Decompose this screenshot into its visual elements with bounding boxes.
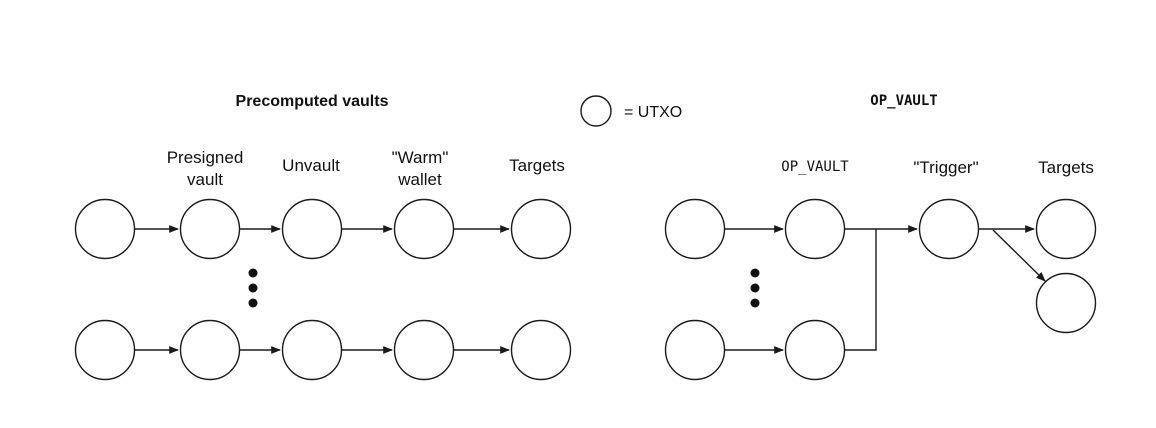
legend-label: = UTXO	[624, 104, 682, 121]
utxo-node	[179, 198, 241, 260]
label-trigger: "Trigger"	[913, 158, 978, 177]
utxo-node	[664, 319, 726, 381]
precomputed-nodes	[74, 198, 572, 381]
utxo-node	[510, 319, 572, 381]
utxo-node	[1035, 272, 1097, 334]
utxo-node	[281, 319, 343, 381]
utxo-node	[74, 319, 136, 381]
label-presigned-line2: vault	[187, 170, 223, 189]
utxo-node	[281, 198, 343, 260]
connector	[845, 229, 877, 351]
opvault-title: OP_VAULT	[870, 93, 937, 109]
label-warm-line2: wallet	[397, 170, 442, 189]
opvault-nodes	[664, 198, 1097, 381]
utxo-node	[179, 319, 241, 381]
utxo-node	[393, 319, 455, 381]
arrow	[992, 229, 1046, 282]
utxo-node	[74, 198, 136, 260]
ellipsis-dots-left	[248, 268, 258, 308]
precomputed-edges	[135, 225, 510, 354]
label-targets-left: Targets	[509, 156, 565, 175]
utxo-node	[510, 198, 572, 260]
legend-utxo-circle	[580, 95, 612, 127]
label-warm-line1: "Warm"	[392, 148, 449, 167]
utxo-node	[918, 198, 980, 260]
utxo-node	[784, 198, 846, 260]
label-presigned-line1: Presigned	[167, 148, 244, 167]
label-targets-right: Targets	[1038, 158, 1094, 177]
ellipsis-dots-right	[750, 268, 760, 308]
utxo-node	[784, 319, 846, 381]
label-opvault-column: OP_VAULT	[781, 159, 849, 175]
utxo-node	[1035, 198, 1097, 260]
legend: = UTXO	[580, 95, 682, 127]
utxo-node	[393, 198, 455, 260]
precomputed-title: Precomputed vaults	[236, 93, 389, 110]
label-unvault: Unvault	[282, 156, 340, 175]
utxo-node	[664, 198, 726, 260]
opvault-edges	[725, 225, 1046, 354]
